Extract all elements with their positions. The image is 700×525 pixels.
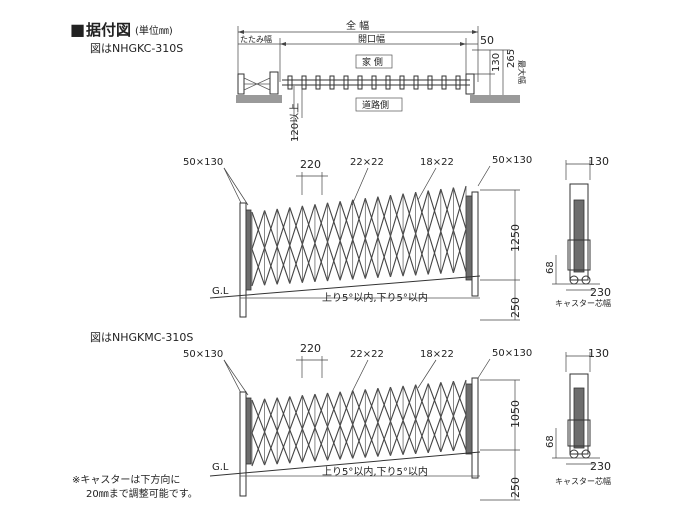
elev1-gl-label: G.L: [212, 286, 229, 297]
dim-50-plan: 50: [480, 34, 494, 47]
side2-dim-68: 68: [545, 435, 556, 448]
side1-dim-130: 130: [588, 155, 609, 168]
elev1-dim-50x130-right: 50×130: [492, 155, 532, 166]
side1-dim-230: 230: [590, 286, 611, 299]
caster-note-line2: 20㎜まで調整可能です。: [86, 487, 198, 500]
max-width-label: 最大幅: [517, 60, 527, 84]
side2-caster-label: キャスター芯幅: [555, 476, 611, 486]
side-view-2: 130 68 230 キャスター芯幅: [545, 347, 611, 486]
plan-view: 全 幅 たたみ幅 開口幅 50 130 265 最大幅 家 側: [236, 19, 527, 142]
elev2-dim-18x22: 18×22: [420, 349, 454, 360]
elev1-dim-22x22: 22×22: [350, 157, 384, 168]
elev2-model-label: 図はNHGKMC-310S: [90, 331, 193, 344]
elev1-slope-label: 上り5°以内,下り5°以内: [322, 291, 428, 304]
house-side-label: 家 側: [362, 56, 383, 68]
side2-dim-130: 130: [588, 347, 609, 360]
elev2-dim-50x130-right: 50×130: [492, 348, 532, 359]
elev1-dim-18x22: 18×22: [420, 157, 454, 168]
elev2-dim-220: 220: [300, 342, 321, 355]
plan-model-label: 図はNHGKC-310S: [90, 42, 183, 55]
elev1-dim-250: 250: [509, 297, 522, 318]
page-title: 据付図: [86, 21, 131, 39]
unit-label: (単位㎜): [135, 24, 173, 37]
side1-caster-label: キャスター芯幅: [555, 298, 611, 308]
elev2-dim-22x22: 22×22: [350, 349, 384, 360]
elevation-2: 50×130 220 22×22 18×22 50×130 1050 250 G…: [183, 342, 532, 501]
dim-120-min: 120以上: [289, 103, 301, 142]
side1-dim-68: 68: [545, 261, 556, 274]
total-width-label: 全 幅: [346, 19, 369, 32]
road-side-label: 道路側: [362, 99, 389, 111]
side2-dim-230: 230: [590, 460, 611, 473]
elev2-slope-label: 上り5°以内,下り5°以内: [322, 465, 428, 478]
dim-130-plan: 130: [491, 53, 502, 72]
elev2-dim-height: 1050: [509, 400, 522, 428]
fold-width-label: たたみ幅: [240, 34, 272, 44]
elev1-dim-220: 220: [300, 158, 321, 171]
side-view-1: 130 68 230 キャスター芯幅: [545, 155, 611, 308]
title-mark: ■: [70, 20, 85, 39]
elev1-dim-height: 1250: [509, 224, 522, 252]
elev2-dim-50x130-left: 50×130: [183, 349, 223, 360]
elev1-dim-50x130-left: 50×130: [183, 157, 223, 168]
elevation-1: 50×130 220 22×22 18×22 50×130 1250 250 G…: [183, 155, 532, 321]
dim-265-plan: 265: [506, 49, 517, 68]
elev2-gl-label: G.L: [212, 462, 229, 473]
caster-note-line1: ※キャスターは下方向に: [72, 473, 180, 486]
opening-width-label: 開口幅: [358, 33, 385, 45]
elev2-dim-250: 250: [509, 477, 522, 498]
